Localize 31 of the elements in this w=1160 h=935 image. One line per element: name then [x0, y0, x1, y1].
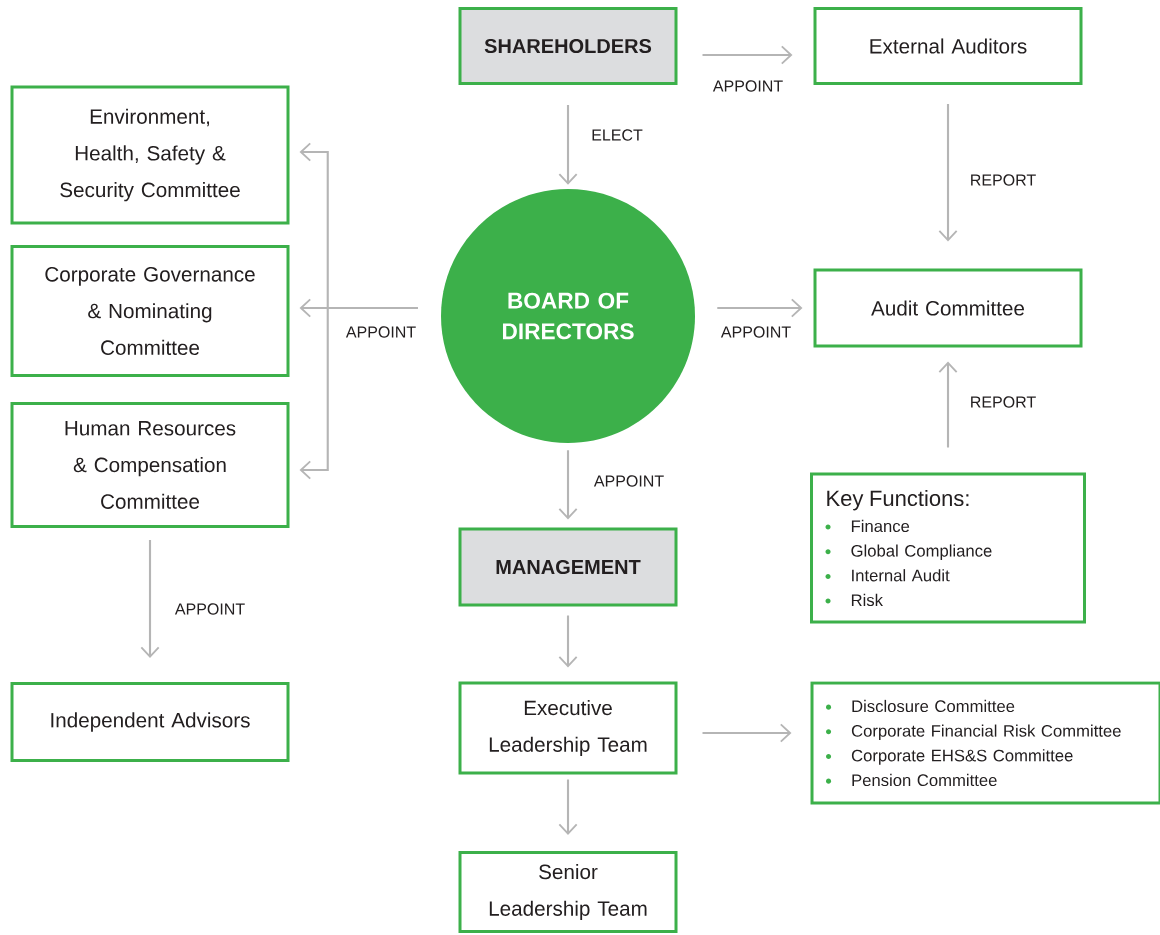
- edge-label: APPOINT: [711, 79, 785, 93]
- committee-box: Executive Leadership Team: [458, 681, 678, 775]
- arrow: [702, 723, 792, 743]
- arrow: [299, 306, 418, 480]
- committee-box: Human Resources & Compensation Committee: [10, 402, 290, 528]
- arrow: [558, 450, 578, 520]
- arrow: [938, 361, 958, 448]
- role-box: MANAGEMENT: [458, 527, 678, 607]
- arrow: [558, 615, 578, 668]
- committee-box: Independent Advisors: [10, 682, 290, 762]
- committee-box: Senior Leadership Team: [458, 851, 678, 933]
- bullet-list-box: Key Functions: Finance Global Compliance Internal Audit Risk: [810, 472, 1086, 624]
- committee-box: Environment, Health, Safety & Security Committee: [10, 85, 290, 225]
- committee-box: External Auditors: [813, 7, 1083, 85]
- bullet-list-box: Disclosure Committee Corporate Financial Risk Committee Corporate EHS&S Committee Pension Committee: [810, 681, 1160, 805]
- edge-label: APPOINT: [719, 325, 793, 339]
- role-box: SHAREHOLDERS: [458, 7, 678, 85]
- arrow: [938, 104, 958, 242]
- arrow: [717, 298, 803, 318]
- arrow: [702, 45, 793, 65]
- arrow: [140, 540, 160, 658]
- edge-label: REPORT: [968, 395, 1038, 409]
- arrow: [558, 779, 578, 835]
- edge-label: APPOINT: [344, 325, 418, 339]
- edge-label: REPORT: [968, 173, 1038, 187]
- committee-box: Audit Committee: [813, 268, 1083, 348]
- edge-label: ELECT: [589, 128, 645, 142]
- arrow: [558, 105, 578, 185]
- edge-label: APPOINT: [173, 602, 247, 616]
- edge-label: APPOINT: [592, 474, 666, 488]
- committee-box: Corporate Governance & Nominating Committee: [10, 245, 290, 377]
